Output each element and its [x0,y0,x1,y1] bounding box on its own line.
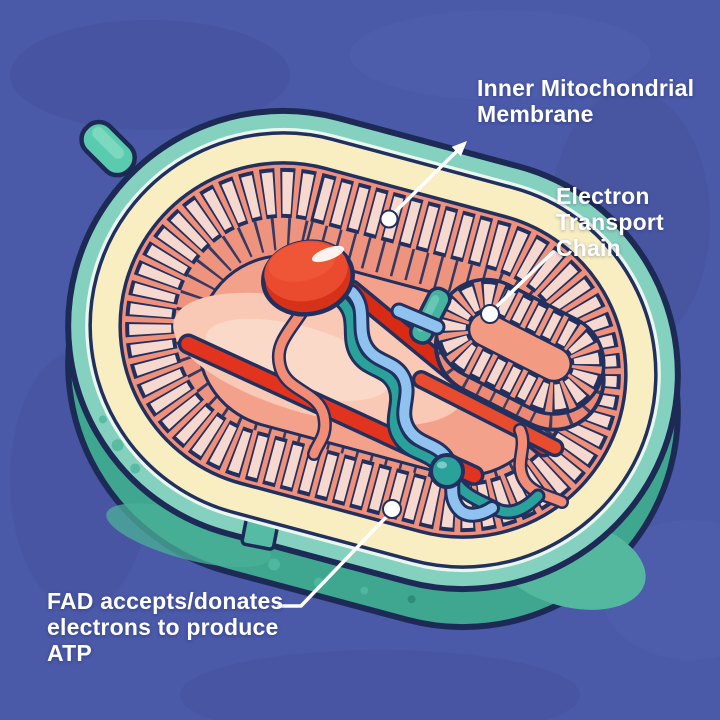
blob-gloss [311,245,345,263]
inner-membrane-pointer-line [387,150,458,220]
blue-rod [393,305,443,333]
rim-dot [111,439,124,452]
salmon-strand2 [515,425,567,507]
blue-strand [347,287,497,520]
rim-dot [98,415,107,424]
side-dot [267,558,280,571]
red-blob [260,239,356,317]
membrane-highlight-line [85,127,661,573]
etc-anchor-dot [480,304,500,324]
annotation-pointers [277,141,555,608]
label-inner-mitochondrial-membrane: Inner Mitochondrial Membrane [477,75,695,127]
teal-strand [337,297,439,467]
matrix-highlight [205,318,391,401]
inner-membrane-arrowhead [451,141,467,157]
fad-pointer-line [277,509,394,608]
label-fad-atp: FAD accepts/donates electrons to produce… [47,588,284,666]
background-texture [10,10,720,720]
side-dot [360,586,369,595]
membrane-nub [79,119,137,178]
fad-anchor-dot [382,499,402,519]
island-inner [467,311,573,383]
salmon-strand [274,297,330,459]
island-teeth [440,284,600,410]
island-top [434,277,606,416]
island-red-rod [411,370,565,458]
label-electron-transport-chain: Electron Transport Chain [556,183,664,261]
side-highlight [106,503,271,568]
teal-ball [429,453,465,489]
side-dot [407,595,416,604]
matrix-molecules [271,284,569,523]
inner-membrane-anchor-dot [379,209,399,229]
cristae-teeth [129,171,617,529]
etc-pointer-line [490,250,555,313]
rim-dot [130,463,141,474]
